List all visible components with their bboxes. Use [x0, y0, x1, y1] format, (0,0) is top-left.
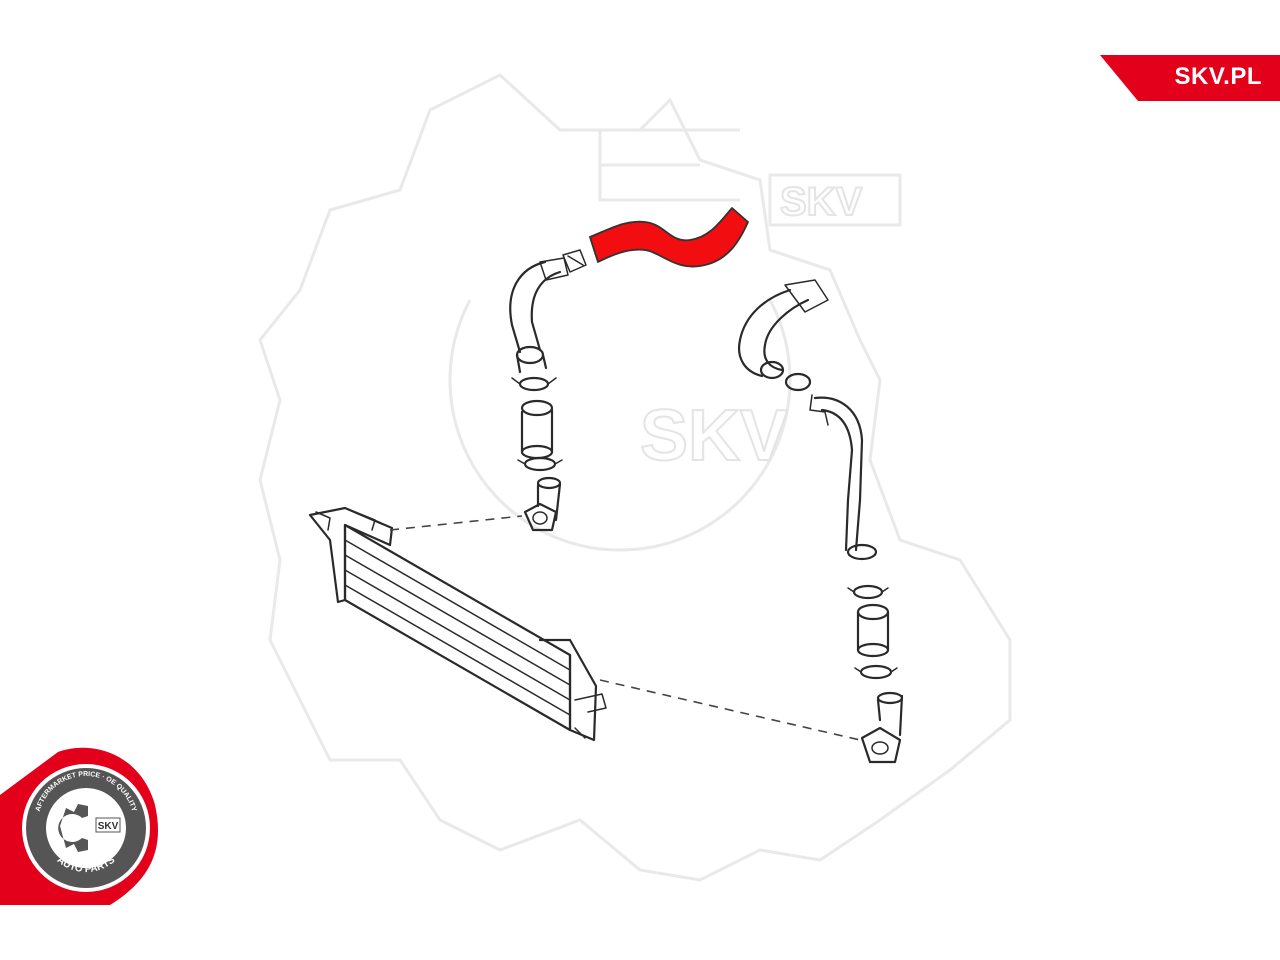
gear-icon: [58, 804, 88, 852]
connection-lines: [389, 515, 861, 741]
badge-center-text: SKV: [98, 821, 119, 832]
intercooler-core: [308, 506, 607, 742]
brand-tab[interactable]: [1100, 55, 1280, 101]
watermark: SKV SKV: [258, 73, 1012, 882]
right-hose-assembly: [738, 279, 904, 764]
red-hose-shape: [589, 207, 749, 268]
brand-tab-text[interactable]: SKV.PL: [1174, 63, 1262, 90]
watermark-large-text: SKV: [640, 396, 788, 476]
watermark-small-text: SKV: [780, 180, 863, 224]
skv-badge: AFTERMARKET PRICE · OE QUALITY AUTO PART…: [0, 747, 158, 905]
highlighted-charge-air-hose: [589, 207, 749, 268]
left-hose-assembly: [509, 249, 587, 532]
